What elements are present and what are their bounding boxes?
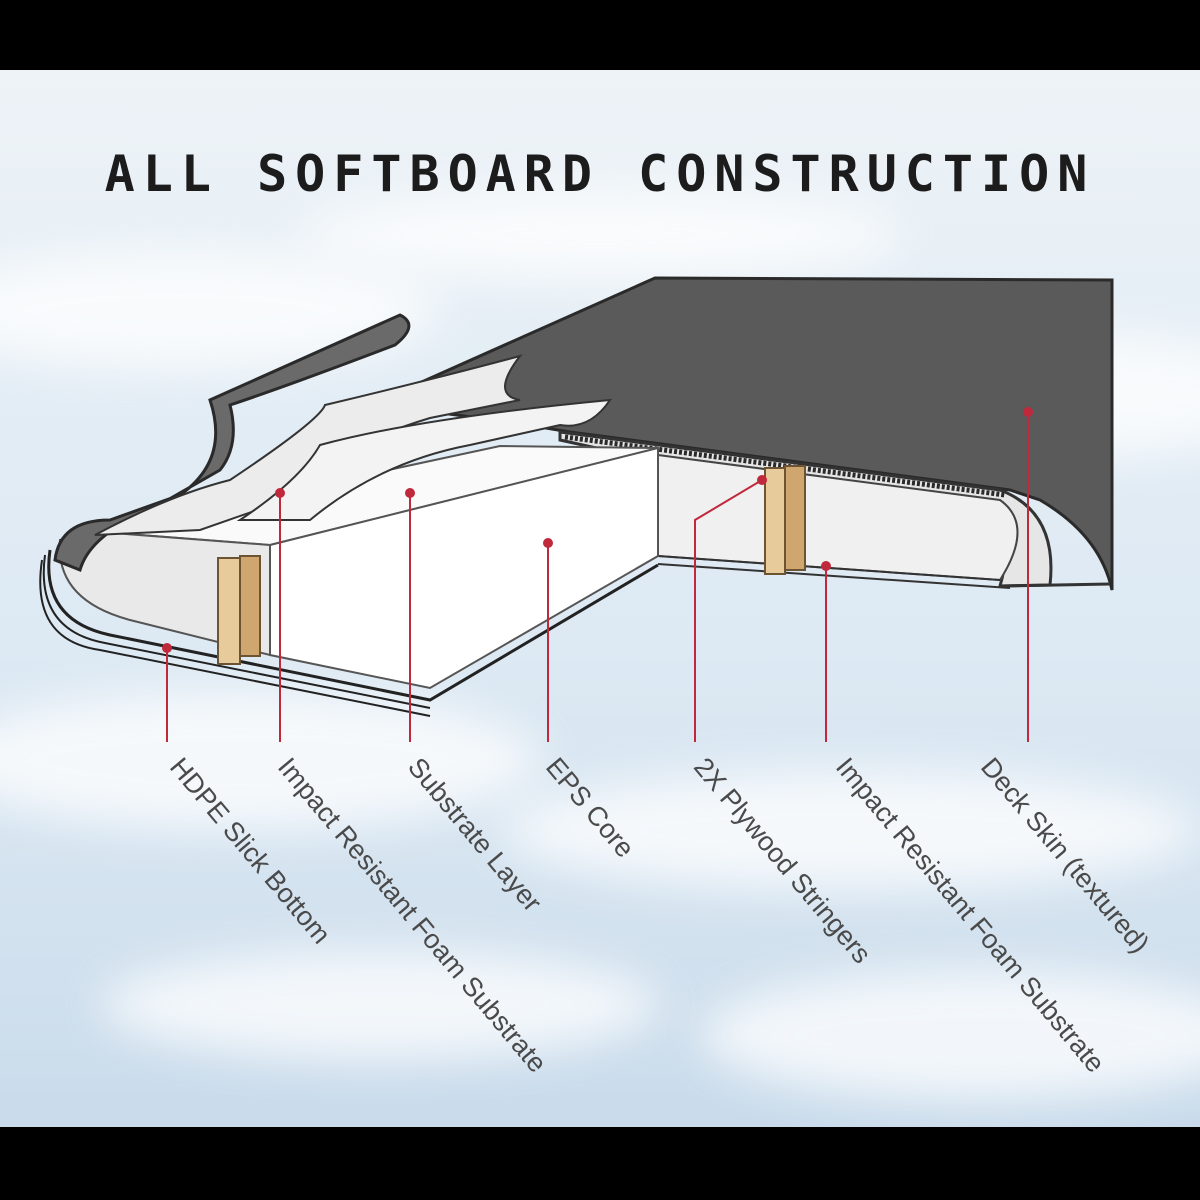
peeled-hdpe (53, 313, 411, 573)
leader-lines (162, 407, 1033, 742)
right-face (657, 453, 1019, 582)
diagram-panel: ALL SOFTBOARD CONSTRUCTION (0, 70, 1200, 1127)
plywood-stringer-left (217, 555, 261, 665)
plywood-stringer-right (764, 465, 806, 575)
diagram-title: ALL SOFTBOARD CONSTRUCTION (104, 145, 1096, 203)
softboard-cross-section (39, 276, 1114, 742)
peeled-substrate (236, 398, 612, 521)
